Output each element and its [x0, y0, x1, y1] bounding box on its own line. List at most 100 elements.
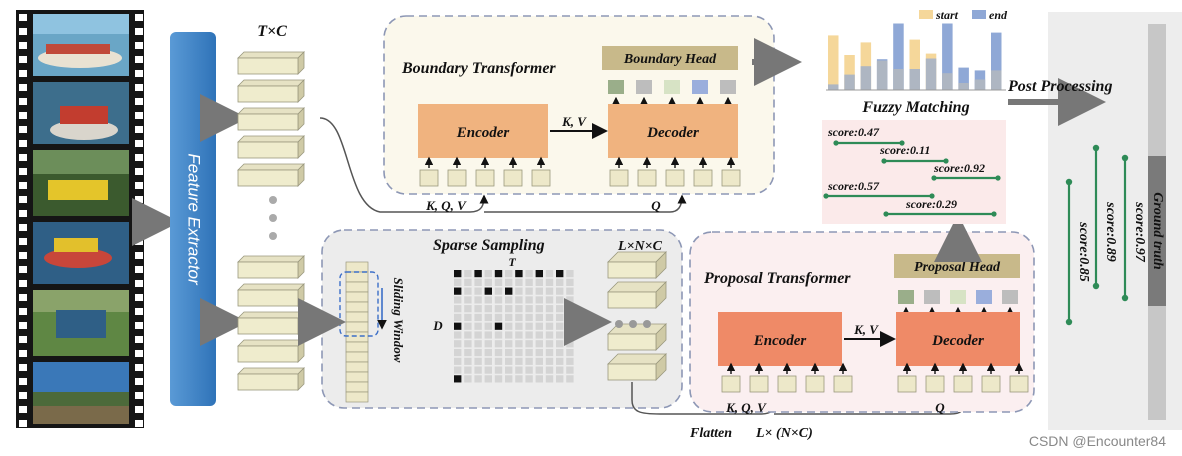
- boundary-head-label: Boundary Head: [623, 52, 717, 67]
- fuzzy-bar: [942, 23, 953, 90]
- sprocket-hole: [135, 406, 143, 413]
- sliding-window-box: [339, 271, 379, 337]
- grid-cell: [484, 375, 492, 383]
- grid-cell: [525, 375, 533, 383]
- grid-cell: [545, 296, 554, 304]
- grid-cell: [535, 331, 543, 339]
- flatten-dims-label: L× (N×C): [755, 426, 813, 441]
- grid-cell: [525, 296, 533, 304]
- feature-token: [237, 255, 305, 279]
- sparse-d-label: D: [432, 318, 443, 333]
- sprocket-hole: [19, 98, 27, 105]
- grid-cell: [484, 348, 492, 357]
- lnc-token: [607, 251, 667, 279]
- segment-end: [991, 211, 997, 217]
- grid-cell: [556, 278, 564, 286]
- grid-cell: [515, 375, 523, 383]
- sprocket-hole: [135, 364, 143, 371]
- lnc-token: [607, 353, 667, 381]
- input-token: [693, 169, 713, 187]
- proposal-scores-panel: score:0.47score:0.11score:0.92score:0.57…: [822, 120, 1006, 224]
- grid-cell: [474, 296, 482, 304]
- grid-cell: [494, 348, 503, 357]
- grid-cell: [484, 357, 492, 365]
- fuzzy-bar-overlap: [942, 73, 953, 90]
- grid-cell: [494, 340, 503, 348]
- grid-cell: [515, 287, 523, 295]
- fuzzy-bar: [844, 55, 855, 90]
- flatten-label: Flatten: [689, 426, 732, 441]
- grid-cell: [494, 296, 503, 304]
- proposal-decoder: [896, 312, 1020, 366]
- sprocket-hole: [135, 308, 143, 315]
- segment-end: [1121, 294, 1129, 302]
- head-output: [664, 80, 680, 94]
- grid-cell: [505, 375, 513, 383]
- legend-end-swatch: [972, 10, 986, 19]
- proposal-transformer-panel: Proposal Transformer Proposal Head Encod…: [689, 231, 1035, 415]
- feature-token: [237, 79, 305, 103]
- watermark: CSDN @Encounter84: [1029, 433, 1166, 449]
- grid-cell: [556, 375, 564, 383]
- grid-cell: [505, 296, 513, 304]
- column-cell: [345, 261, 369, 273]
- proposal-score-label: score:0.29: [905, 197, 957, 211]
- grid-cell: [505, 340, 513, 348]
- grid-cell: [515, 348, 523, 357]
- grid-cell: [454, 296, 462, 304]
- grid-cell: [545, 313, 554, 322]
- grid-cell: [464, 305, 472, 313]
- column-cell: [345, 361, 369, 373]
- sprocket-hole: [135, 238, 143, 245]
- grid-cell: [515, 296, 523, 304]
- sprocket-hole: [135, 154, 143, 161]
- sprocket-hole: [19, 56, 27, 63]
- sprocket-hole: [135, 266, 143, 273]
- grid-cell: [545, 305, 554, 313]
- lnc-label: L×N×C: [617, 239, 663, 254]
- input-token: [777, 375, 797, 393]
- column-cell: [345, 331, 369, 343]
- grid-cell: [474, 340, 482, 348]
- ground-truth-score-label: score:0.89: [1103, 201, 1118, 262]
- proposal-head-label: Proposal Head: [914, 260, 1001, 275]
- grid-cell: [454, 348, 462, 357]
- grid-cell: [566, 348, 574, 357]
- grid-cell: [566, 278, 574, 286]
- sliding-window-column: [345, 261, 369, 403]
- fuzzy-bar-overlap: [893, 69, 904, 90]
- grid-cell: [505, 313, 513, 322]
- boundary-head: [602, 46, 738, 70]
- sprocket-hole: [135, 252, 143, 259]
- grid-cell: [474, 322, 482, 330]
- grid-cell: [505, 270, 513, 278]
- segment-end: [995, 175, 1001, 181]
- sprocket-hole: [19, 168, 27, 175]
- grid-cell: [464, 322, 472, 330]
- grid-cell: [474, 278, 482, 286]
- boundary-transformer-panel: Boundary Transformer Boundary Head Encod…: [383, 15, 775, 213]
- grid-cell: [556, 287, 564, 295]
- grid-cell: [464, 366, 472, 374]
- input-token: [503, 169, 523, 187]
- feature-token: [237, 283, 305, 307]
- grid-cell: [525, 322, 533, 330]
- grid-cell: [494, 366, 503, 374]
- sprocket-hole: [135, 112, 143, 119]
- grid-cell: [484, 296, 492, 304]
- input-token: [953, 375, 973, 393]
- grid-cell: [454, 340, 462, 348]
- head-output: [1002, 290, 1018, 304]
- input-token: [609, 169, 629, 187]
- feature-token: [237, 339, 305, 363]
- fuzzy-bar-overlap: [876, 60, 888, 90]
- grid-cell: [454, 305, 462, 313]
- segment-start: [823, 193, 829, 199]
- proposal-score-label: score:0.57: [827, 179, 880, 193]
- grid-cell: [494, 313, 503, 322]
- boundary-kqv-label: K, Q, V: [425, 198, 467, 213]
- sprocket-hole: [19, 42, 27, 49]
- sampled-cell: [474, 270, 482, 278]
- grid-cell: [474, 331, 482, 339]
